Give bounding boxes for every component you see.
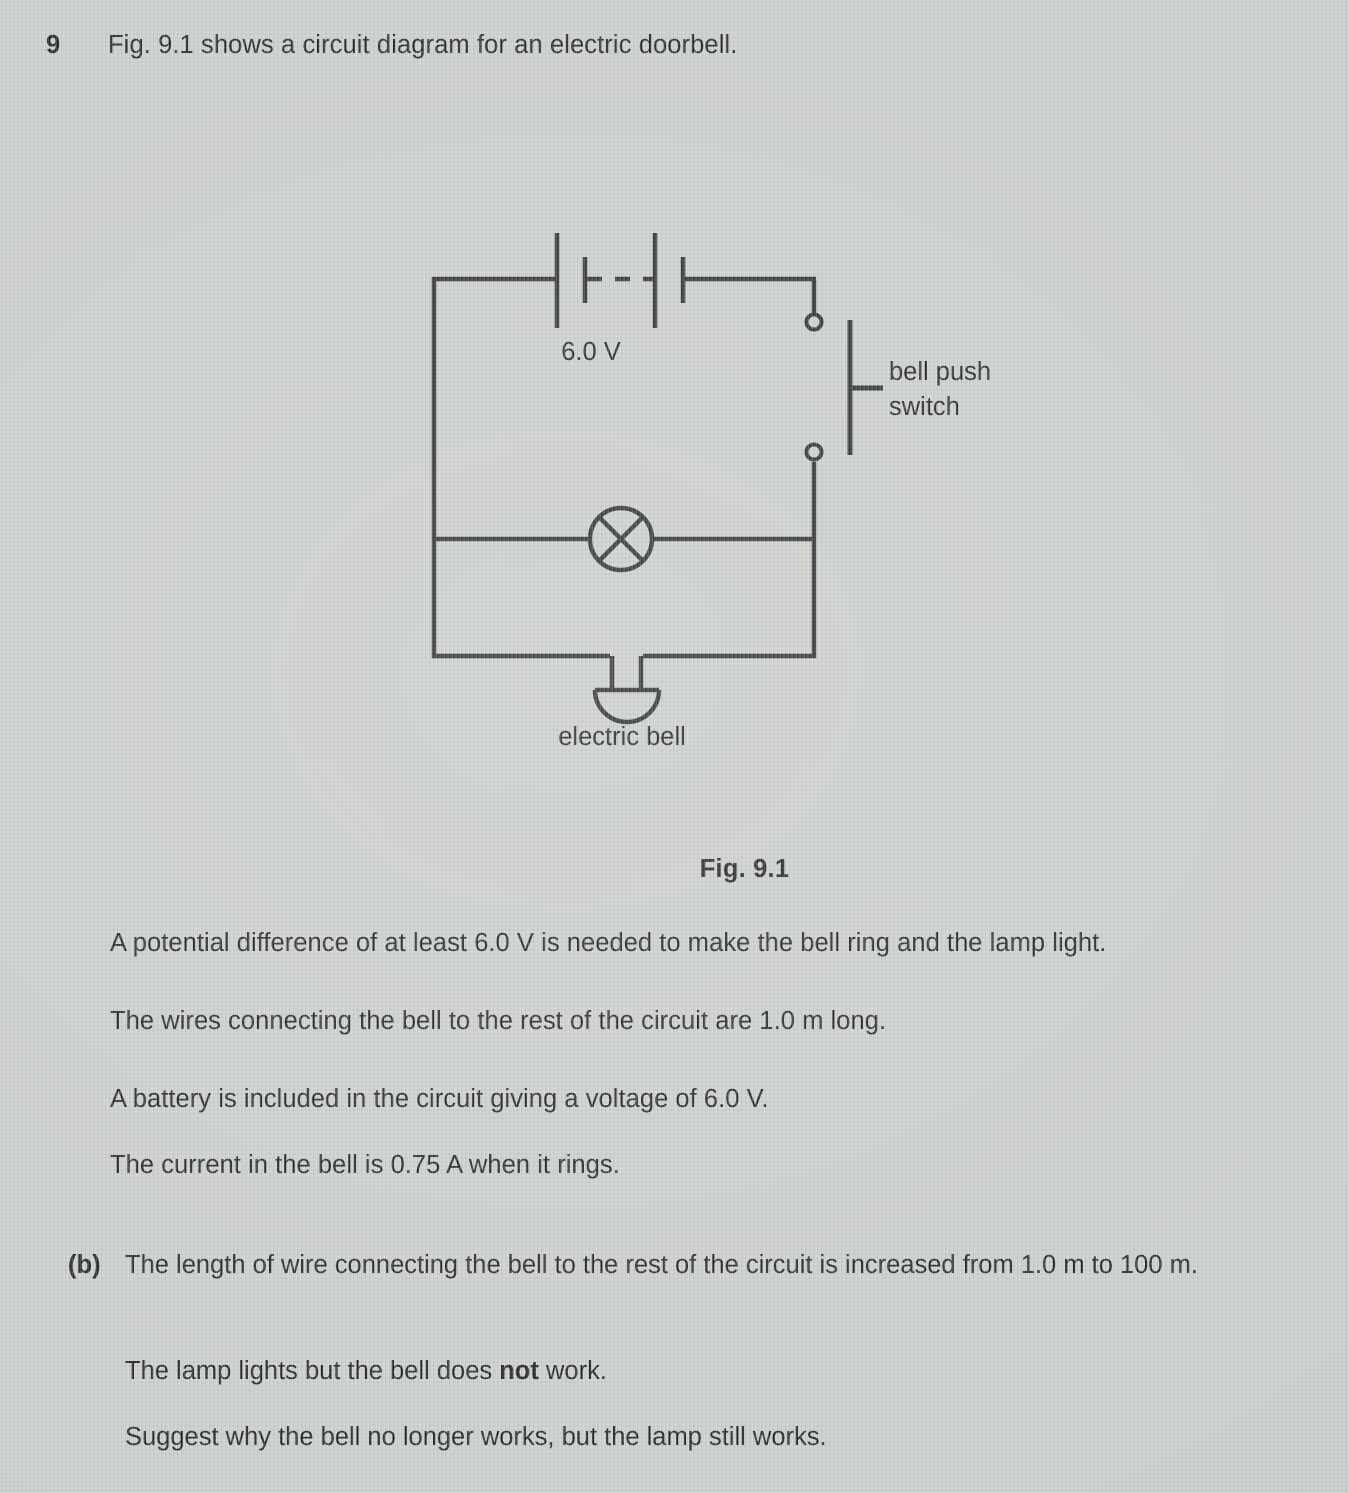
question-number: 9 <box>46 31 61 59</box>
switch-label-line-1: bell push <box>889 358 991 386</box>
lamp-icon-cross-2 <box>597 515 645 563</box>
part-b-label: (b) <box>68 1251 101 1279</box>
body-paragraph-3: A battery is included in the circuit giv… <box>110 1085 769 1113</box>
battery-voltage-label: 6.0 V <box>561 338 621 366</box>
body-paragraph-2: The wires connecting the bell to the res… <box>110 1007 887 1035</box>
lamp-icon-circle <box>587 505 655 573</box>
switch-terminal-upper <box>804 312 824 332</box>
part-b-subline-1-bold: not <box>499 1357 539 1385</box>
part-b-subline-2: Suggest why the bell no longer works, bu… <box>125 1423 827 1451</box>
part-b-text-content: The length of wire connecting the bell t… <box>125 1251 1198 1279</box>
question-stem: Fig. 9.1 shows a circuit diagram for an … <box>108 31 738 59</box>
figure-caption: Fig. 9.1 <box>0 855 1349 884</box>
part-b-subline-1: The lamp lights but the bell does not wo… <box>125 1355 607 1387</box>
body-paragraph-4: The current in the bell is 0.75 A when i… <box>110 1151 620 1179</box>
figure-caption-text: Fig. 9.1 <box>699 855 790 883</box>
part-b-subline-1-after: work. <box>538 1357 607 1385</box>
part-b-text: The length of wire connecting the bell t… <box>125 1248 1288 1282</box>
switch-terminal-lower <box>804 442 824 462</box>
circuit-diagram-figure: 6.0 V bell push switch electric bell <box>400 200 1020 770</box>
switch-label-line-2: switch <box>889 393 960 421</box>
body-paragraph-1: A potential difference of at least 6.0 V… <box>110 929 1107 957</box>
part-b-subline-1-before: The lamp lights but the bell does <box>125 1357 500 1385</box>
circuit-diagram-svg: 6.0 V bell push switch electric bell <box>431 233 991 751</box>
electric-bell-label: electric bell <box>558 723 686 751</box>
question-header: 9 Fig. 9.1 shows a circuit diagram for an… <box>46 30 1326 60</box>
bell-dome-icon <box>592 689 662 725</box>
